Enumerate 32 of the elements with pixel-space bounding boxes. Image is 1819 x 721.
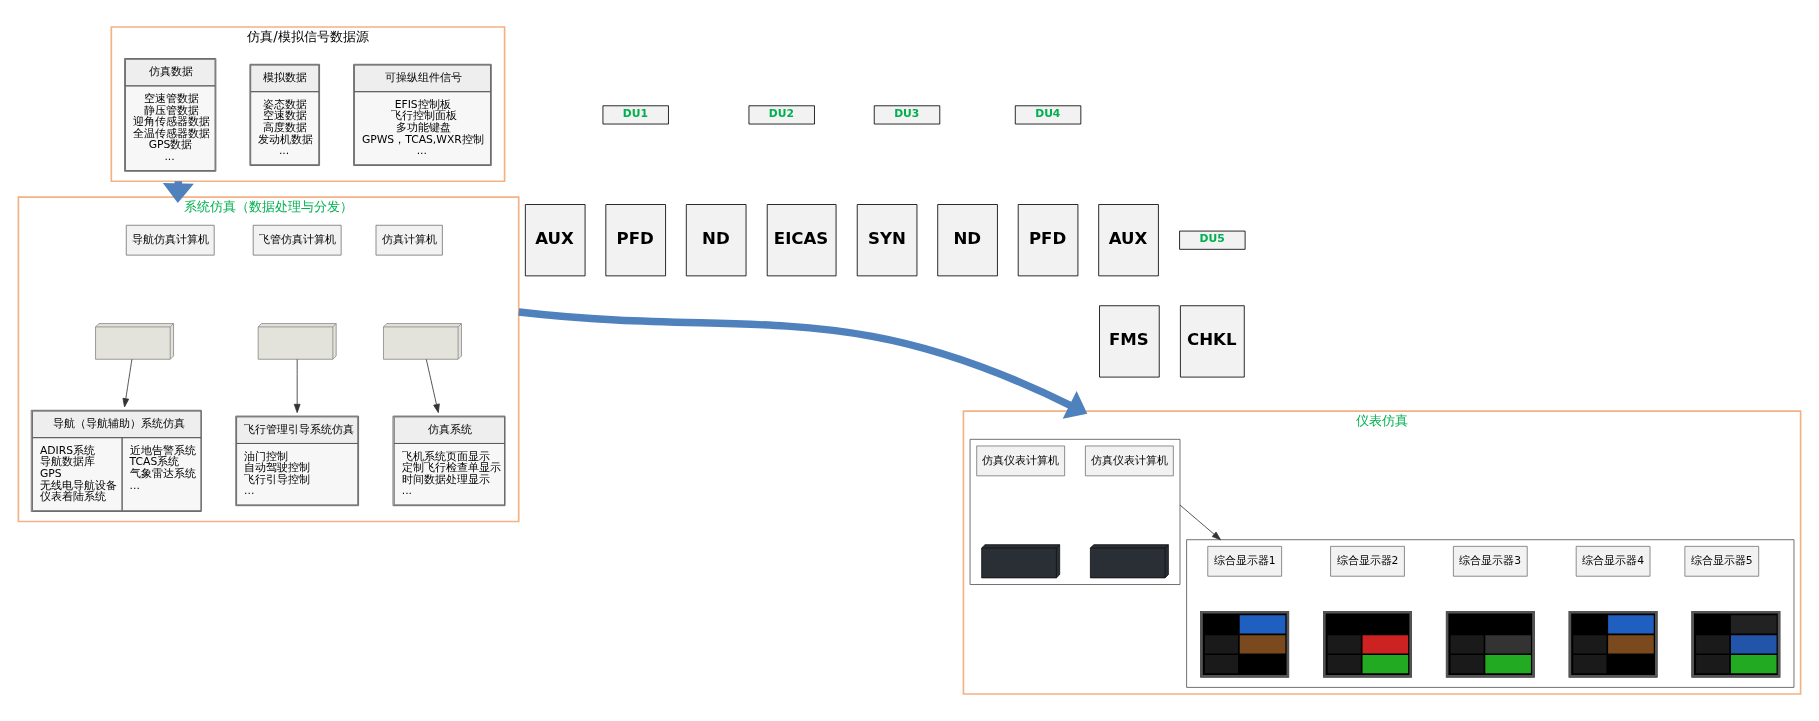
node-box: SYN: [856, 204, 918, 277]
arrow: [293, 358, 301, 414]
node-box: ND: [937, 204, 998, 277]
node-box: 综合显示器3: [1452, 545, 1528, 577]
arrow: [1179, 504, 1221, 541]
node-box: AUX: [1098, 204, 1159, 277]
arrow: [122, 358, 133, 408]
node-box: DU5: [1179, 230, 1246, 250]
cluster: [1186, 539, 1795, 688]
cluster: [969, 438, 1181, 585]
node-box: 仿真计算机: [375, 224, 443, 256]
arrow: [425, 358, 440, 414]
node-box: FMS: [1099, 305, 1160, 378]
node-box: EICAS: [766, 204, 837, 277]
node-box: DU3: [873, 105, 941, 125]
node-box: PFD: [605, 204, 666, 277]
node-box: AUX: [524, 204, 586, 277]
node-box: 综合显示器2: [1330, 545, 1405, 577]
node-box: DU2: [748, 105, 815, 125]
node-box: PFD: [1017, 204, 1079, 277]
node-box: 综合显示器4: [1575, 545, 1651, 577]
node-box: DU1: [602, 105, 669, 125]
node-box: DU4: [1014, 105, 1082, 125]
node-box: 仿真仪表计算机: [976, 445, 1066, 477]
node-box: ND: [685, 204, 747, 277]
arrow: [518, 308, 1088, 419]
node-box: 综合显示器5: [1684, 545, 1760, 577]
node-box: 综合显示器1: [1207, 545, 1283, 577]
node-box: 飞管仿真计算机: [252, 224, 342, 256]
node-box: CHKL: [1180, 305, 1245, 378]
node-box: 仿真仪表计算机: [1085, 445, 1174, 477]
node-box: 导航仿真计算机: [125, 224, 215, 256]
